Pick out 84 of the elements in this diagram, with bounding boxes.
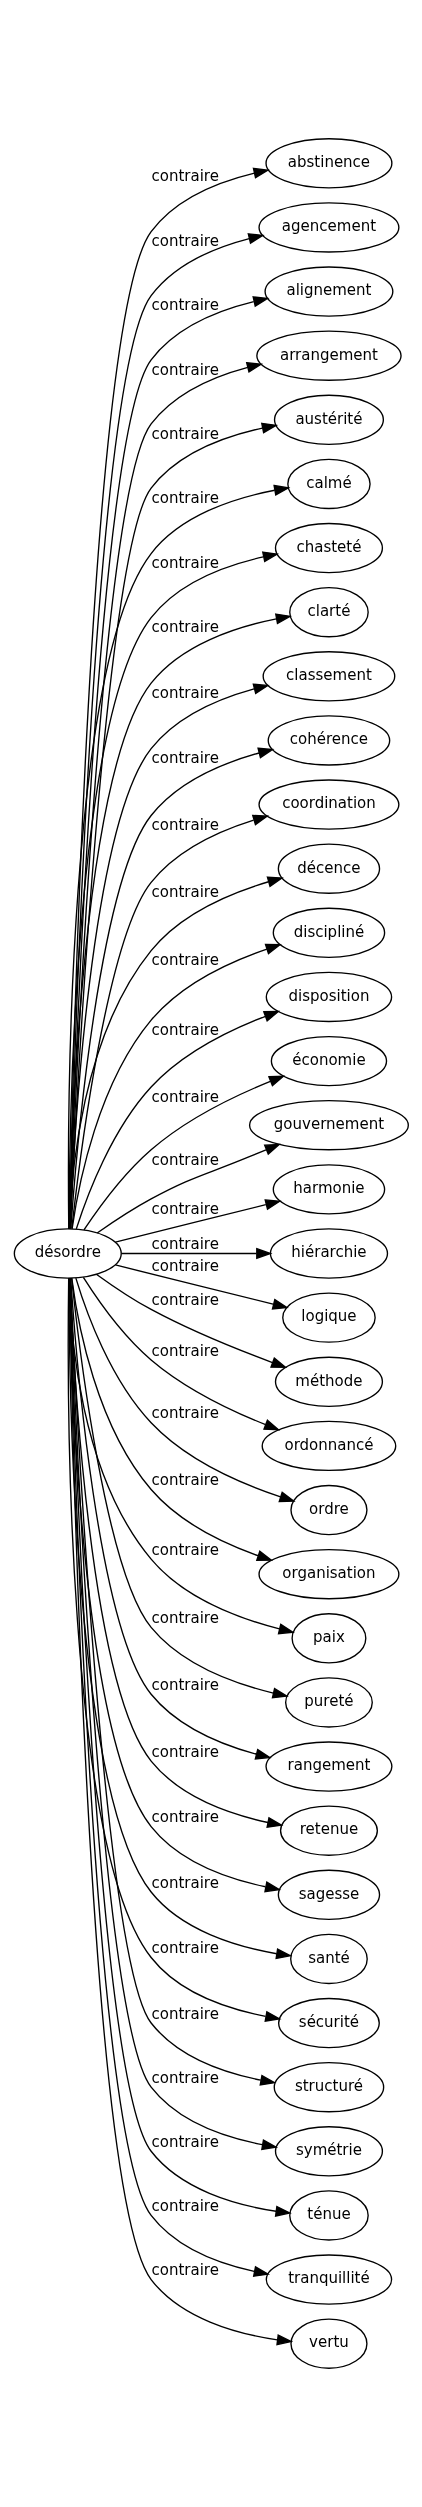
edge-label: contraire [151,1939,219,1958]
edge-label: contraire [151,2261,219,2280]
node-ellipse: symétrie [274,2126,383,2177]
edge-label: contraire [151,1808,219,1827]
arrow [120,1247,272,1260]
arrow [68,876,284,1230]
node-ellipse: logique [281,1292,376,1343]
arrow [74,1277,296,1503]
edge-label: contraire [151,554,219,573]
node-ellipse: santé [289,1933,368,1985]
edge-label: contraire [151,1471,219,1490]
edge-label: contraire [151,1256,219,1275]
edge-label: contraire [151,1675,219,1694]
edge-label: contraire [151,951,219,970]
node-ellipse: désordre [13,1228,122,1279]
arrow [82,1276,280,1431]
edge-label: contraire [151,1742,219,1761]
edge-label: contraire [151,424,219,443]
edge-label: contraire [151,2132,219,2151]
edge-label: contraire [151,232,219,251]
node-ellipse: décence [277,843,380,894]
node-ellipse: agencement [257,202,400,253]
node-ellipse: arrangement [255,330,402,381]
node-ellipse: alignement [263,266,393,317]
edge-label: contraire [151,1341,219,1360]
edge-label: contraire [151,683,219,702]
node-ellipse: vertu [289,2318,368,2369]
node-ellipse: méthode [274,1356,383,1407]
arrow [70,943,282,1230]
edge-label: contraire [151,488,219,507]
edge-label: contraire [151,1235,219,1254]
edge-label: contraire [151,2197,219,2216]
edge-label: contraire [151,1404,219,1423]
edge-label: contraire [151,1199,219,1218]
node-ellipse: paix [290,1613,366,1664]
node-ellipse: chasteté [274,522,383,574]
node-ellipse: tranquillité [265,2254,392,2305]
node-ellipse: ordre [289,1484,368,1536]
node-ellipse: discipliné [272,907,385,959]
arrow [75,1010,280,1230]
node-ellipse: rangement [264,1741,393,1792]
edge-label: contraire [151,1087,219,1106]
node-ellipse: calmé [286,458,371,510]
edge-label: contraire [151,166,219,185]
node-ellipse: économie [270,1035,387,1087]
edge-label: contraire [151,1608,219,1627]
arrow [70,1277,289,1699]
arrow [70,1277,273,1561]
node-ellipse: ténue [288,2190,369,2241]
arrow [96,1143,281,1234]
edge-label: contraire [151,618,219,637]
node-ellipse: gouvernement [248,1100,409,1151]
node-ellipse: sagesse [277,1869,380,1920]
node-ellipse: pureté [284,1677,373,1728]
node-ellipse: cohérence [267,715,390,766]
arrow [82,1075,285,1231]
edge-label: contraire [151,2068,219,2087]
edge-label: contraire [151,1150,219,1169]
edge-label: contraire [151,1540,219,1559]
edge-label: contraire [151,1873,219,1892]
arrow [114,1199,282,1243]
node-ellipse: clarté [288,587,369,638]
edge-label: contraire [151,296,219,315]
node-ellipse: austérité [273,394,384,446]
node-ellipse: hiérarchie [269,1228,388,1279]
node-ellipse: coordination [257,779,400,830]
edge-label: contraire [151,749,219,768]
arrow [70,814,269,1230]
arrow [69,1277,272,1760]
edge-label: contraire [151,360,219,379]
node-ellipse: disposition [265,971,392,1023]
edge-label: contraire [151,883,219,902]
arrow [114,1264,289,1310]
edge-label: contraire [151,816,219,835]
edge-label: contraire [151,1291,219,1310]
node-ellipse: structuré [273,2061,384,2113]
edge-label: contraire [151,1020,219,1039]
node-ellipse: classement [262,651,395,702]
node-ellipse: sécurité [277,1997,380,2049]
node-ellipse: abstinence [264,138,393,189]
node-ellipse: harmonie [272,1164,385,1215]
edge-label: contraire [151,2004,219,2023]
node-ellipse: retenue [279,1805,378,1856]
arrow [95,1273,287,1369]
